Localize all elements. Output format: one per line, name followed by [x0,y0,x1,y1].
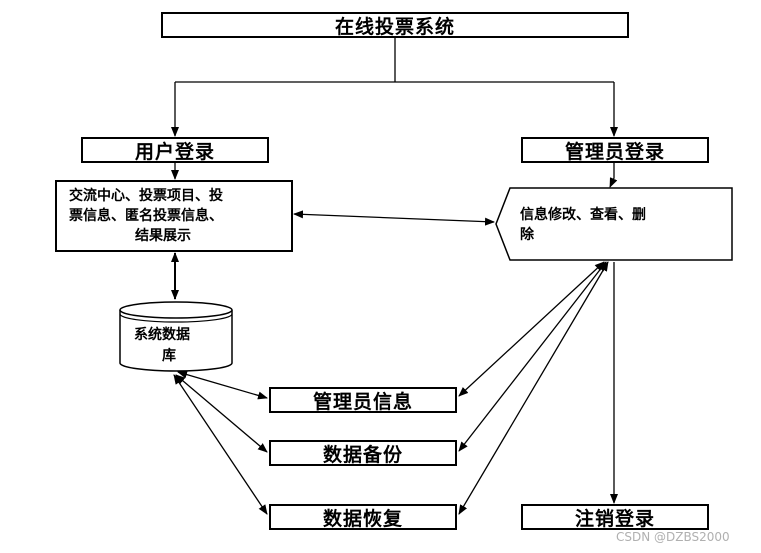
data-backup-label: 数据备份 [322,443,403,466]
admin-ops-text: 信息修改、查看、删 除 [520,205,720,245]
user-features-text: 交流中心、投票项目、投 票信息、匿名投票信息、 结果展示 [69,186,223,246]
database-label-line: 库 [162,348,176,364]
watermark: CSDN @DZBS2000 [616,530,730,544]
arrow-ops-data-restore [458,261,609,515]
arrow-database-data-restore [173,374,268,515]
arrow-admin-login-to-ops [609,163,618,188]
user-features-line: 交流中心、投票项目、投 [69,188,223,204]
user-features-line: 票信息、匿名投票信息、 [69,208,223,224]
admin-login-box: 管理员登录 [521,137,709,163]
admin-info-label: 管理员信息 [312,390,413,413]
data-backup-box: 数据备份 [269,440,457,466]
diagram-title: 在线投票系统 [334,15,455,38]
logout-box: 注销登录 [521,504,709,530]
logout-label: 注销登录 [574,507,655,530]
database-label-line: 系统数据 [134,327,190,343]
admin-login-label: 管理员登录 [564,140,665,163]
arrow-ops-admin-info [458,261,605,397]
user-features-line: 结果展示 [135,228,191,244]
user-login-box: 用户登录 [81,137,269,163]
admin-info-box: 管理员信息 [269,387,457,413]
admin-ops-shape [495,187,733,261]
data-restore-label: 数据恢复 [322,507,403,530]
arrow-database-data-backup [175,374,268,453]
arrow-database-admin-info [177,370,268,400]
database-label: 系统数据 库 [126,325,234,367]
arrow-ops-data-backup [458,261,607,452]
title-box: 在线投票系统 [161,12,629,38]
admin-ops-line: 信息修改、查看、删 [520,207,646,223]
admin-ops-line: 除 [520,227,534,243]
database-cylinder [119,301,233,372]
user-login-label: 用户登录 [134,140,215,163]
arrow-features-ops [293,210,495,226]
user-features-box: 交流中心、投票项目、投 票信息、匿名投票信息、 结果展示 [55,180,293,252]
data-restore-box: 数据恢复 [269,504,457,530]
